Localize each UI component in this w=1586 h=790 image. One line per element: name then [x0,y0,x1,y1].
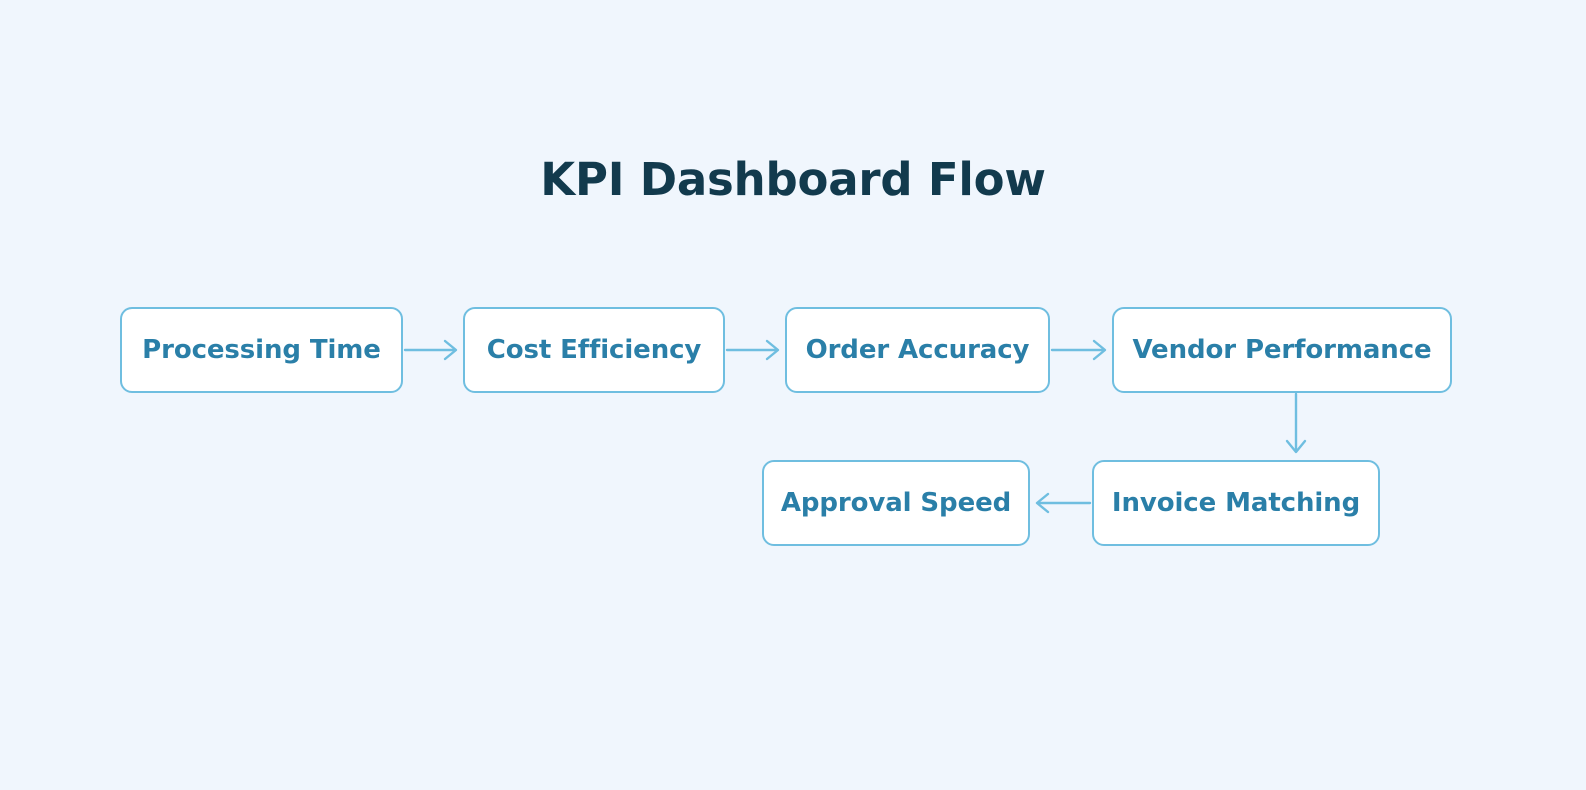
arrow-left-icon-invoice-to-approval [1035,492,1092,514]
node-invoice-matching[interactable]: Invoice Matching [1092,460,1380,546]
node-cost-efficiency[interactable]: Cost Efficiency [463,307,725,393]
page-title: KPI Dashboard Flow [540,153,1046,206]
node-processing-time[interactable]: Processing Time [120,307,403,393]
node-vendor-performance[interactable]: Vendor Performance [1112,307,1452,393]
arrow-right-icon-cost-to-order [725,339,780,361]
arrow-down-icon-vendor-to-invoice [1285,392,1307,454]
node-order-accuracy[interactable]: Order Accuracy [785,307,1050,393]
node-approval-speed[interactable]: Approval Speed [762,460,1030,546]
arrow-right-icon-order-to-vendor [1050,339,1107,361]
arrow-right-icon-processing-to-cost [403,339,458,361]
